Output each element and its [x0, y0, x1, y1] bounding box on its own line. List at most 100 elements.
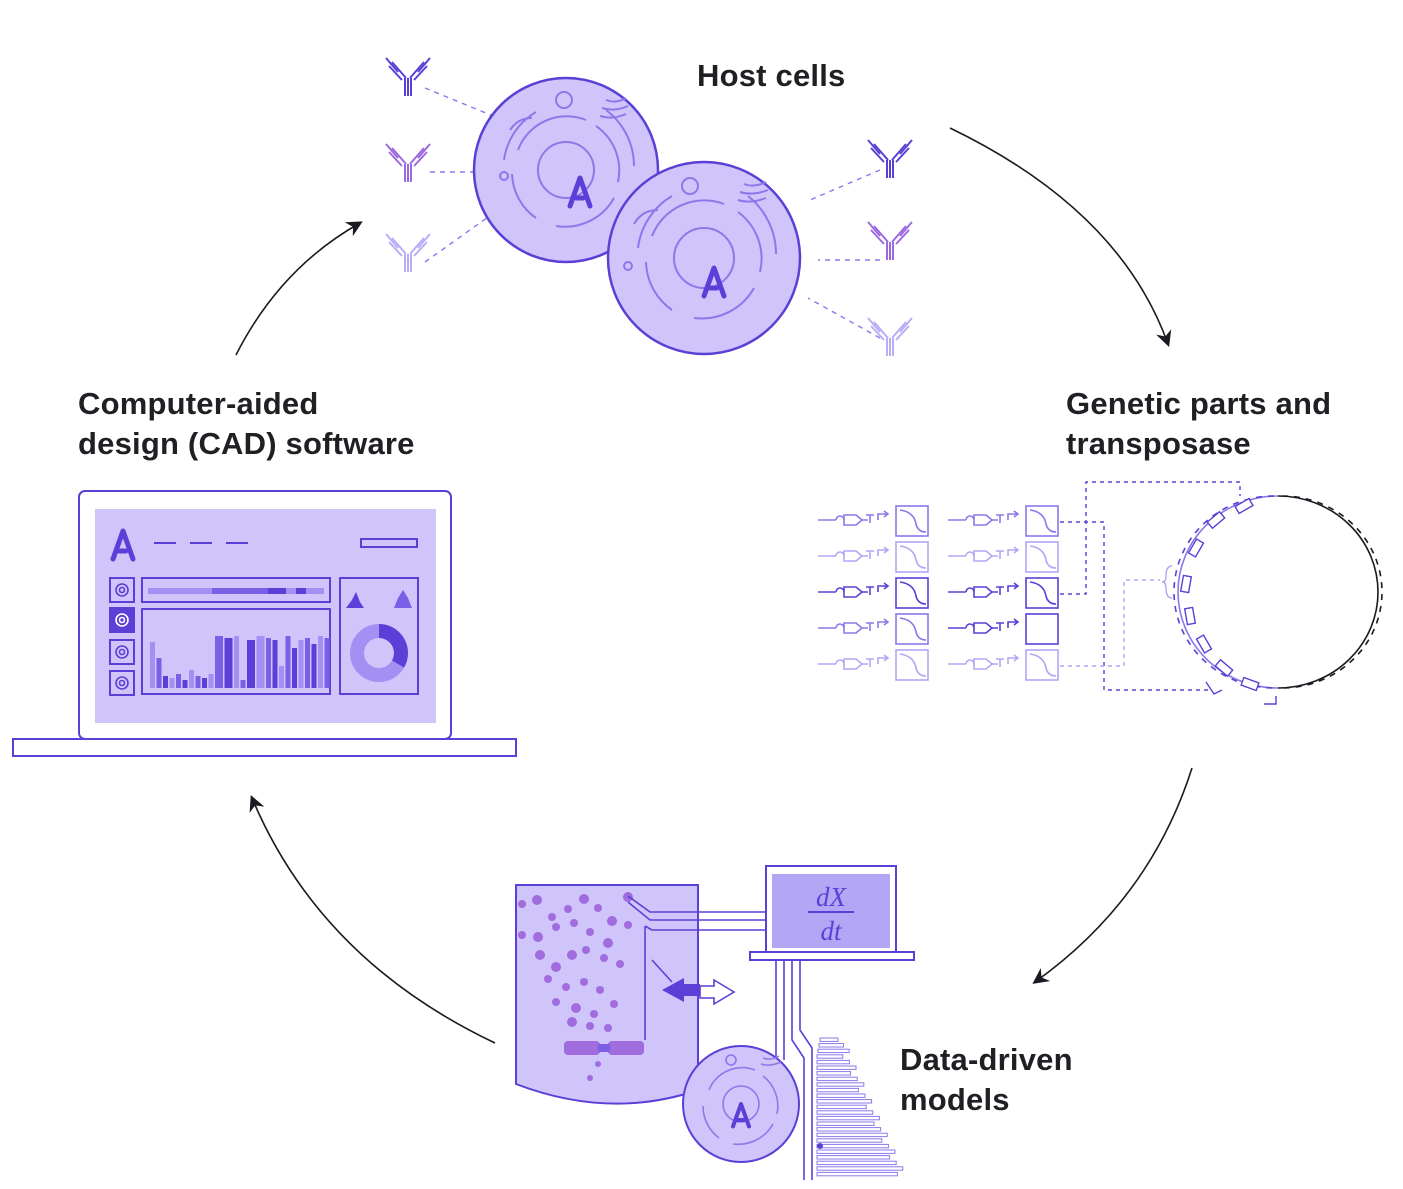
- sequence-read-bar: [819, 1037, 839, 1042]
- cad-bar-chart: [150, 636, 330, 688]
- cad-bar: [256, 636, 265, 688]
- exchange-arrow-icon: [662, 978, 700, 1002]
- bubble-dot: [582, 946, 590, 954]
- cad-bar: [163, 676, 168, 688]
- cad-bar: [240, 680, 246, 688]
- donut-chart-icon: [350, 624, 408, 682]
- genetic-parts-label: Genetic parts and transposase: [1066, 384, 1331, 464]
- arrow-genetic-to-models: [1032, 767, 1193, 984]
- genetic-circuit-icon: [948, 649, 1059, 681]
- cad-bar: [324, 638, 330, 688]
- cad-bar: [305, 638, 310, 688]
- genetic-circuit-icon: [948, 541, 1059, 573]
- genetic-circuit-icon: [818, 577, 929, 609]
- bubble-dot: [552, 923, 560, 931]
- bubble-dot: [603, 938, 613, 948]
- bubble-dot: [562, 983, 570, 991]
- bubble-dot: [564, 905, 572, 913]
- sequence-read-bar: [816, 1093, 866, 1098]
- sequence-read-bar: [816, 1149, 896, 1154]
- cad-bar: [311, 644, 317, 688]
- cad-software-label: Computer-aided design (CAD) software: [78, 384, 415, 464]
- genetic-parts-label-line1: Genetic parts and: [1066, 386, 1332, 421]
- cad-bar: [234, 636, 239, 688]
- cad-bar: [279, 666, 284, 688]
- sequence-read-bar: [816, 1059, 850, 1065]
- arrow-host-to-genetic: [949, 127, 1172, 348]
- bubble-dot: [590, 1010, 598, 1018]
- antibody-icon: [385, 57, 431, 97]
- cad-bar: [195, 676, 201, 688]
- antibody-icon: [867, 221, 913, 261]
- sidebar-icons: [109, 577, 135, 696]
- sequence-read-bar: [816, 1071, 852, 1076]
- bioreactor-bubbles: [518, 892, 633, 1081]
- cad-bar: [247, 640, 255, 688]
- genetic-circuit-icon: [818, 505, 929, 537]
- bubble-dot: [552, 998, 560, 1006]
- sequence-read-bar: [816, 1138, 883, 1143]
- sequence-read-bar: [816, 1054, 844, 1059]
- cad-bar: [318, 636, 323, 688]
- genetic-circuit-icon: [948, 613, 1059, 645]
- sequence-read-bar: [816, 1143, 889, 1149]
- bubble-dot: [551, 962, 561, 972]
- bubble-dot: [533, 932, 543, 942]
- host-cell-icon: [606, 160, 802, 356]
- sequence-read-bar: [816, 1087, 859, 1093]
- cad-bar: [182, 680, 188, 688]
- bubble-dot: [623, 892, 633, 902]
- sequence-read-bar: [816, 1127, 882, 1132]
- bubble-dot: [570, 919, 578, 927]
- data-driven-models-illustration: dX dt: [515, 865, 915, 1180]
- genetic-circuit-icon: [818, 613, 929, 645]
- cad-bar: [224, 638, 233, 688]
- bubble-dot: [586, 928, 594, 936]
- bubble-dot: [587, 1075, 593, 1081]
- antibody-icon: [867, 317, 913, 357]
- cycle-arrows: [235, 127, 1193, 1044]
- host-cell-icon: [682, 1045, 800, 1163]
- bubble-dot: [624, 921, 632, 929]
- cad-bar: [292, 648, 297, 688]
- plasmid-icon: [1161, 495, 1383, 705]
- genetic-circuit-icon: [948, 577, 1059, 609]
- bubble-dot: [567, 950, 577, 960]
- antibody-icon: [385, 233, 431, 273]
- sequence-read-bar: [816, 1121, 875, 1126]
- genetic-circuit-icon: [818, 541, 929, 573]
- bubble-dot: [616, 960, 624, 968]
- exchange-arrow-icon: [699, 978, 736, 1006]
- genetic-parts-illustration: [818, 481, 1383, 705]
- arrow-models-to-cad: [249, 795, 496, 1044]
- sequence-read-bar: [816, 1132, 888, 1138]
- bubble-dot: [594, 904, 602, 912]
- bubble-dot: [607, 916, 617, 926]
- host-cells-illustration: [385, 57, 913, 357]
- host-cells-label-text: Host cells: [697, 58, 846, 93]
- antibody-icon: [867, 139, 913, 179]
- sequence-read-bar: [818, 1043, 845, 1048]
- sequence-read-bar: [816, 1115, 880, 1121]
- bubble-dot: [518, 900, 526, 908]
- sequence-read-bar: [816, 1065, 857, 1070]
- bubble-dot: [544, 975, 552, 983]
- genetic-parts-label-line2: transposase: [1066, 426, 1251, 461]
- equation-denominator: dt: [820, 916, 843, 946]
- bubble-dot: [571, 1003, 581, 1013]
- cad-bar: [169, 678, 175, 688]
- cad-bar: [285, 636, 291, 688]
- sequence-read-bar: [816, 1110, 874, 1115]
- cad-bar: [272, 640, 278, 688]
- cad-bar: [150, 642, 155, 688]
- sequence-reads-icon: [816, 1037, 904, 1177]
- bubble-dot: [604, 1024, 612, 1032]
- sequence-read-bar: [816, 1155, 891, 1160]
- sequence-read-bar: [816, 1082, 865, 1087]
- bubble-dot: [610, 1000, 618, 1008]
- bubble-dot: [586, 1022, 594, 1030]
- cad-bar: [156, 658, 162, 688]
- antibody-icon: [385, 143, 431, 183]
- cad-bar: [215, 636, 223, 688]
